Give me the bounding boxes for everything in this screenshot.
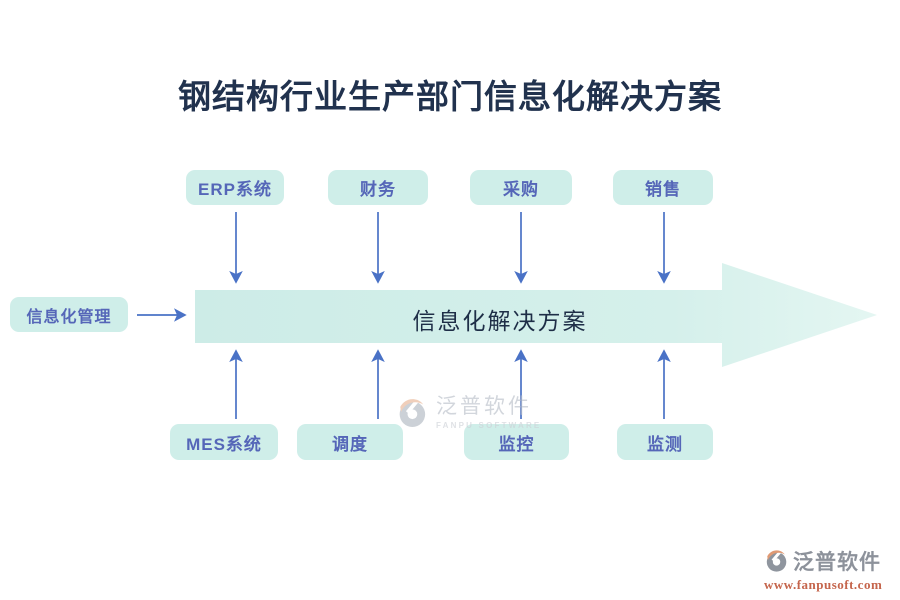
box-procurement: 采购 [470,170,572,205]
corner-watermark-url: www.fanpusoft.com [764,577,883,592]
center-watermark: 泛普软件 FANPU SOFTWARE [396,396,541,430]
box-sales: 销售 [613,170,713,205]
solution-banner-arrow [195,263,877,367]
box-finance: 财务 [328,170,428,205]
fanpu-logo-icon [399,398,426,427]
corner-watermark-brand: 泛普软件 [793,551,881,574]
page-title: 钢结构行业生产部门信息化解决方案 [178,78,722,115]
box-monitoring: 监控 [464,424,569,460]
center-watermark-subtext: FANPU SOFTWARE [436,421,542,430]
center-watermark-brand: 泛普软件 [436,395,532,418]
box-erp-system: ERP系统 [186,170,284,205]
fanpu-logo-icon [766,549,787,572]
corner-watermark: 泛普软件 www.fanpusoft.com [764,546,894,593]
box-mes-system: MES系统 [170,424,278,460]
box-dispatch: 调度 [297,424,403,460]
solution-banner-label: 信息化解决方案 [412,308,588,334]
box-detection: 监测 [617,424,713,460]
box-info-management: 信息化管理 [10,297,128,332]
